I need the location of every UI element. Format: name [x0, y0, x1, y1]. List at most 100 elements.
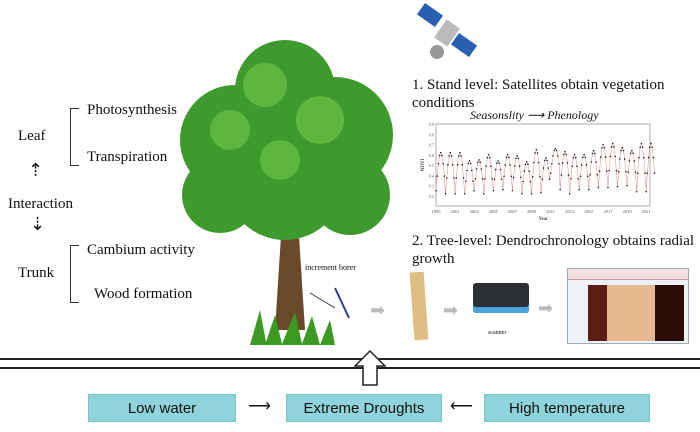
- ndvi-point: [522, 180, 524, 183]
- ndvi-point: [450, 155, 453, 157]
- ndvi-point: [496, 162, 498, 164]
- ndvi-point: [481, 178, 484, 180]
- ndvi-point: [534, 152, 536, 154]
- ndvi-point: [565, 153, 567, 156]
- ndvi-point: [549, 172, 552, 174]
- ndvi-point: [548, 178, 551, 181]
- ndvi-point: [469, 162, 472, 165]
- ndvi-point: [634, 171, 637, 173]
- ndvi-point: [454, 192, 456, 195]
- ndvi-point: [546, 159, 548, 162]
- ndvi-point: [518, 165, 521, 167]
- ndvi-point: [637, 172, 639, 175]
- plot-frame: [435, 123, 651, 207]
- x-tick-label: 2007: [508, 209, 518, 214]
- x-tick-label: 2005: [489, 209, 499, 214]
- ndvi-point: [619, 158, 621, 160]
- arrow-right-icon: ➡: [538, 298, 554, 318]
- ndvi-point: [455, 177, 458, 179]
- y-tick-label: 0.9: [429, 122, 434, 127]
- ndvi-point: [639, 146, 642, 148]
- leaf-brace: [70, 108, 79, 166]
- ndvi-point: [650, 142, 652, 145]
- ndvi-point: [528, 170, 530, 173]
- ndvi-point: [603, 146, 606, 149]
- up-arrow-outline-icon: [354, 350, 386, 386]
- ndvi-point: [622, 149, 625, 152]
- ndvi-point: [583, 153, 585, 156]
- ndvi-point: [505, 156, 508, 159]
- ndvi-point: [645, 190, 647, 193]
- ndvi-point: [463, 192, 466, 195]
- ndvi-point: [471, 169, 473, 172]
- ndvi-point: [543, 159, 546, 162]
- y-tick-label: 0.8: [429, 132, 434, 137]
- ndvi-point: [596, 173, 599, 176]
- ndvi-point: [607, 186, 609, 189]
- ndvi-point: [498, 162, 501, 164]
- y-tick-label: 0.2: [429, 194, 434, 199]
- ndvi-point: [506, 153, 509, 156]
- ndvi-point: [647, 156, 650, 159]
- ndvi-point: [628, 160, 631, 162]
- ndvi-point: [512, 176, 515, 179]
- ndvi-point: [592, 149, 595, 152]
- ndvi-point: [456, 163, 459, 166]
- ndvi-point: [608, 169, 610, 172]
- ndvi-point: [545, 157, 547, 159]
- y-tick-label: 0.4: [429, 173, 434, 178]
- ndvi-point: [435, 189, 437, 192]
- extreme-droughts-box: Extreme Droughts: [286, 394, 442, 422]
- low-water-box: Low water: [88, 394, 236, 422]
- arrow-right-icon: ⟶: [248, 398, 271, 415]
- ndvi-point: [582, 156, 584, 159]
- trunk-label: Trunk: [18, 265, 55, 281]
- ndvi-point: [652, 156, 655, 159]
- ndvi-point: [473, 189, 476, 192]
- ndvi-point: [588, 188, 590, 191]
- x-tick-label: 2003: [470, 209, 480, 214]
- seasonality-text: Seasonslity: [470, 108, 524, 122]
- ndvi-point: [514, 165, 516, 167]
- ndvi-point: [436, 175, 438, 177]
- arrow-right-icon: ➡: [443, 300, 459, 320]
- ndvi-point: [570, 177, 572, 180]
- ndvi-point: [465, 180, 467, 182]
- ndvi-point: [580, 164, 583, 166]
- ndvi-point: [475, 168, 478, 170]
- ndvi-point: [500, 178, 503, 181]
- ndvi-point: [490, 165, 492, 167]
- ndvi-point: [609, 155, 612, 158]
- x-tick-label: 2015: [584, 209, 594, 214]
- x-tick-label: 2017: [603, 209, 613, 214]
- ndvi-point: [626, 184, 628, 187]
- ndvi-point: [484, 177, 486, 180]
- ndvi-point: [487, 153, 490, 156]
- ndvi-point: [521, 192, 523, 195]
- ndvi-point: [576, 165, 578, 167]
- increment-borer-icon: [309, 287, 350, 319]
- ndvi-point: [482, 192, 485, 195]
- ndvi-point: [542, 167, 545, 169]
- ndvi-point: [502, 188, 504, 191]
- ndvi-point: [457, 155, 460, 157]
- ndvi-point: [555, 149, 558, 152]
- wood-label: Wood formation: [94, 286, 193, 302]
- cambium-label: Cambium activity: [87, 242, 195, 258]
- ndvi-point: [594, 152, 596, 155]
- ndvi-point: [572, 156, 575, 159]
- ndvi-point: [491, 177, 493, 180]
- tree-trunk: [275, 220, 305, 330]
- y-tick-label: 0.7: [429, 143, 434, 148]
- ndvi-point: [449, 151, 452, 154]
- ndvi-point: [551, 162, 553, 165]
- ndvi-point: [459, 151, 461, 154]
- ndvi-point: [508, 156, 510, 159]
- down-arrow-icon: ⇣: [30, 214, 46, 234]
- y-tick-label: 0.6: [429, 153, 434, 158]
- ndvi-point: [623, 158, 626, 160]
- ndvi-point: [517, 157, 520, 160]
- x-tick-label: 2013: [565, 209, 575, 214]
- ndvi-point: [598, 170, 601, 172]
